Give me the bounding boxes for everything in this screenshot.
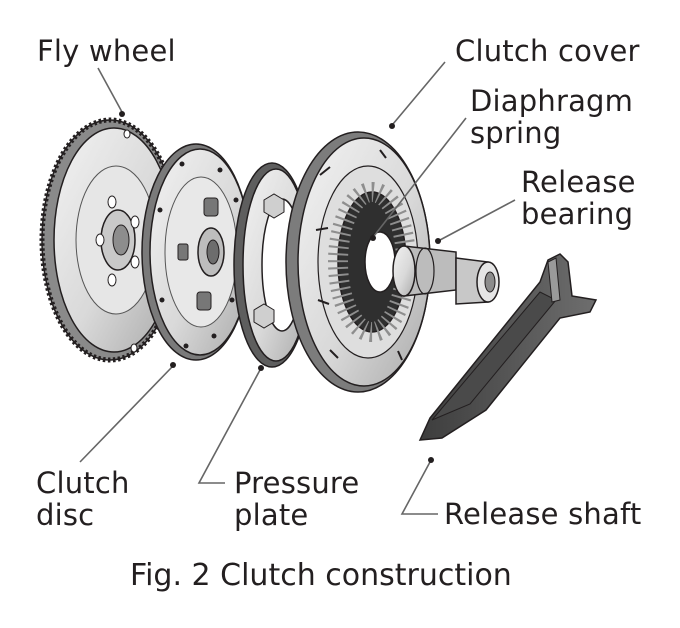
leader-clutch-disc [79,366,173,463]
label-diaphragm-line2: spring [470,116,562,150]
label-release-bearing-line1: Release [521,165,636,199]
label-pressure-plate-line2: plate [234,498,309,532]
leader-dot-clutch-disc [170,362,176,368]
label-diaphragm-line1: Diaphragm [470,84,634,118]
clutch-disc [141,143,251,361]
label-clutch-disc-line1: Clutch [36,466,130,500]
leader-flywheel [97,67,123,113]
leader-lines [79,61,516,515]
label-release-shaft: Release shaft [444,497,642,531]
leader-diaphragm [373,117,467,237]
leader-release-shaft [400,461,438,515]
release-bearing [392,245,500,305]
leader-dot-flywheel [119,111,125,117]
leader-pressure-plate [197,369,261,484]
leader-dot-diaphragm [370,235,376,241]
label-flywheel: Fly wheel [37,34,176,68]
label-release-bearing-line2: bearing [521,197,634,231]
figure-caption: Fig. 2 Clutch construction [130,558,512,593]
leader-dot-pressure-plate [258,365,264,371]
flywheel [39,117,181,363]
label-pressure-plate-line1: Pressure [234,466,360,500]
label-clutch-disc-line2: disc [36,498,95,532]
label-clutch-cover: Clutch cover [455,34,640,68]
leader-dot-release-bearing [435,238,441,244]
release-shaft [418,253,598,441]
leader-dot-release-shaft [428,457,434,463]
clutch-cover [285,131,431,393]
leader-clutch-cover [392,61,446,125]
leader-dot-clutch-cover [389,123,395,129]
leader-release-bearing [439,199,516,241]
